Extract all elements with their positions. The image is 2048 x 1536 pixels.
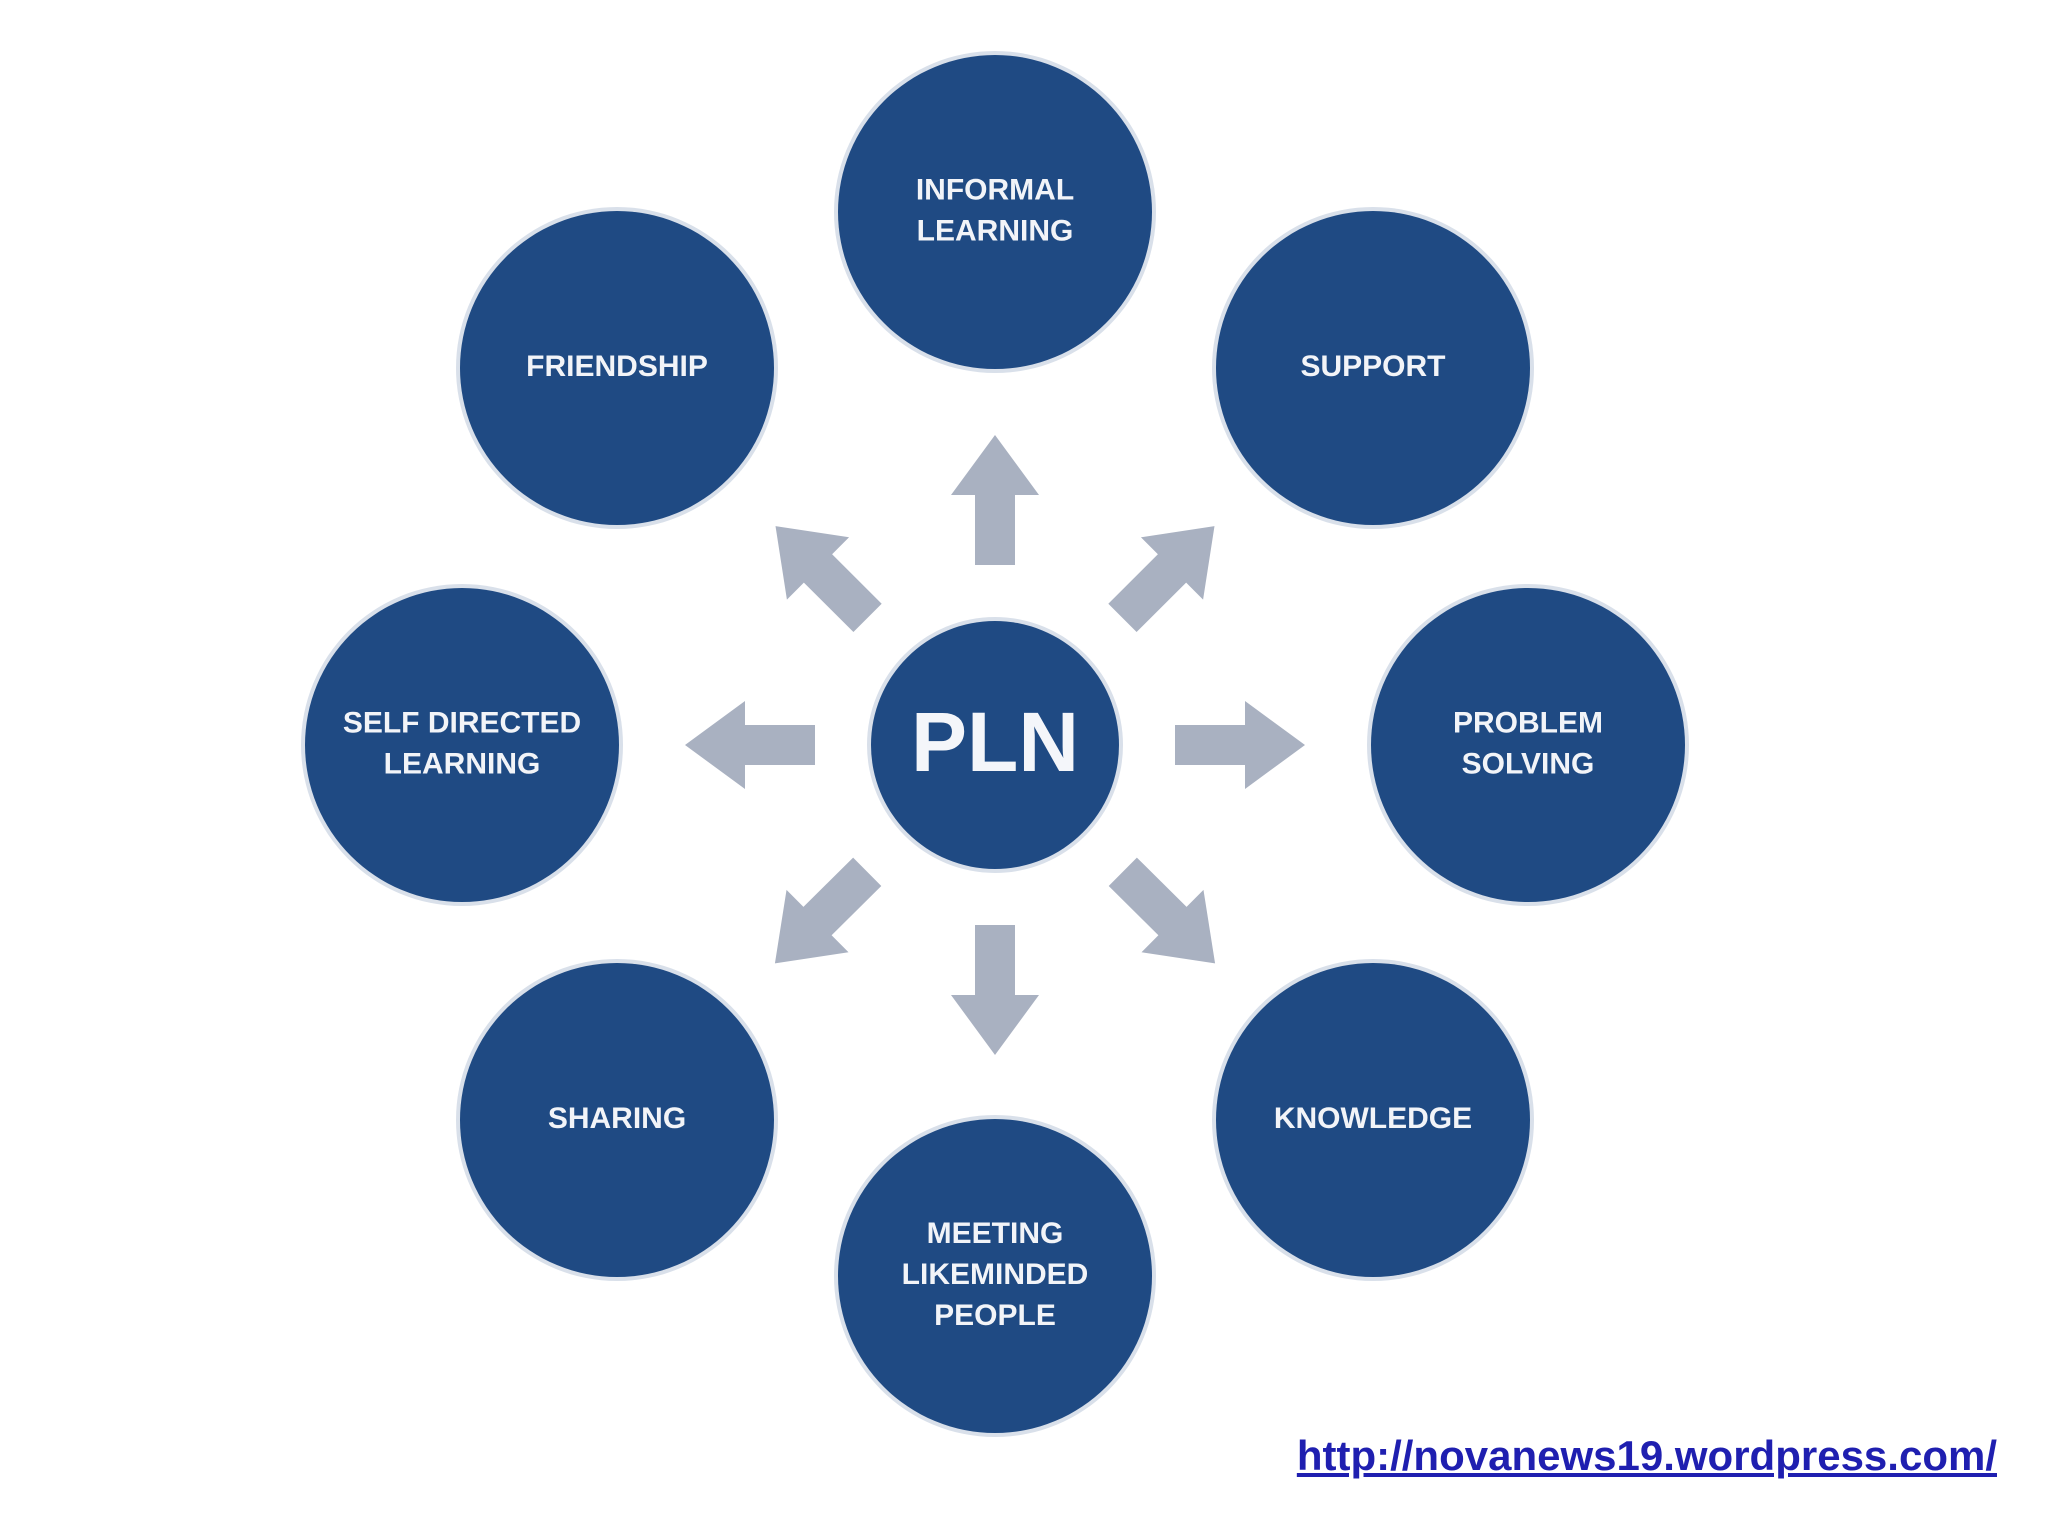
arrow-problem-solving bbox=[1175, 701, 1305, 789]
node-problem-solving: PROBLEM SOLVING bbox=[1367, 584, 1689, 906]
node-label: SHARING bbox=[548, 1102, 686, 1135]
node-label: LEARNING bbox=[917, 214, 1074, 247]
node-label: KNOWLEDGE bbox=[1274, 1102, 1472, 1135]
node-label: LEARNING bbox=[384, 747, 541, 780]
node-label: INFORMAL bbox=[916, 173, 1074, 206]
node-circle bbox=[1371, 588, 1685, 902]
node-label: PEOPLE bbox=[934, 1299, 1056, 1332]
node-meeting-likeminded-people: MEETING LIKEMINDED PEOPLE bbox=[834, 1115, 1156, 1437]
node-circle bbox=[460, 963, 774, 1277]
node-label: FRIENDSHIP bbox=[526, 350, 708, 383]
arrow-meeting-likeminded-people bbox=[951, 925, 1039, 1055]
node-circle bbox=[838, 1119, 1152, 1433]
node-label: LIKEMINDED bbox=[902, 1258, 1089, 1291]
node-informal-learning: INFORMAL LEARNING bbox=[834, 51, 1156, 373]
center-group: PLN bbox=[867, 617, 1123, 873]
node-circle bbox=[1216, 963, 1530, 1277]
node-friendship: FRIENDSHIP bbox=[456, 207, 778, 529]
arrow-informal-learning bbox=[951, 435, 1039, 565]
arrow-friendship bbox=[775, 526, 882, 633]
arrow-self-directed-learning bbox=[685, 701, 815, 789]
nodes-group: INFORMAL LEARNING SUPPORT PROBLEM SOLVING KNO… bbox=[301, 51, 1689, 1437]
node-circle bbox=[1216, 211, 1530, 525]
node-knowledge: KNOWLEDGE bbox=[1212, 959, 1534, 1281]
node-sharing: SHARING bbox=[456, 959, 778, 1281]
source-link[interactable]: http://novanews19.wordpress.com/ bbox=[1296, 1432, 1997, 1479]
node-self-directed-learning: SELF DIRECTED LEARNING bbox=[301, 584, 623, 906]
node-circle bbox=[838, 55, 1152, 369]
node-label: SUPPORT bbox=[1300, 350, 1445, 383]
node-label: SOLVING bbox=[1462, 747, 1595, 780]
node-support: SUPPORT bbox=[1212, 207, 1534, 529]
node-label: MEETING bbox=[927, 1217, 1064, 1250]
arrow-knowledge bbox=[1108, 857, 1216, 964]
arrow-support bbox=[1108, 526, 1215, 633]
arrow-sharing bbox=[774, 857, 882, 964]
center-circle bbox=[871, 621, 1119, 869]
node-label: PROBLEM bbox=[1453, 706, 1603, 739]
center-label: PLN bbox=[911, 695, 1079, 789]
node-circle bbox=[305, 588, 619, 902]
node-label: SELF DIRECTED bbox=[343, 706, 581, 739]
node-circle bbox=[460, 211, 774, 525]
arrows-group bbox=[685, 435, 1305, 1055]
